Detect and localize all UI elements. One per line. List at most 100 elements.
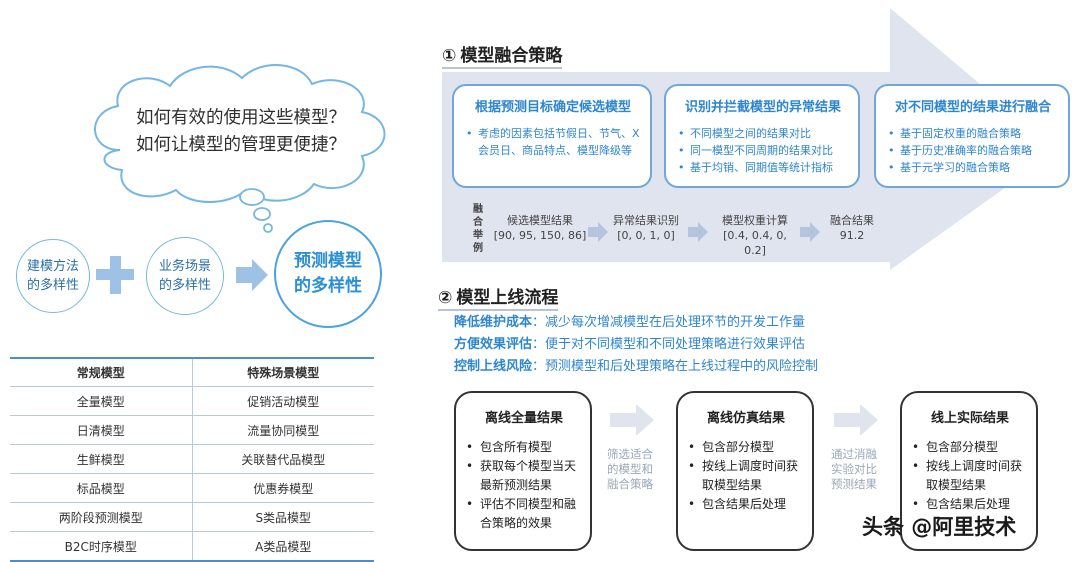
vlabel-char: 融 bbox=[473, 204, 483, 215]
list-item: 基于元学习的融合策略 bbox=[888, 159, 1058, 176]
transition-line: 预测结果 bbox=[831, 477, 877, 491]
list-item: 包含所有模型 bbox=[466, 438, 582, 457]
offline-full-card: 离线全量结果 包含所有模型 获取每个模型当天最新预测结果 评估不同模型和融合策略… bbox=[454, 391, 592, 551]
result-line-2: 的多样性 bbox=[294, 276, 362, 296]
regular-model-cell: 生鲜模型 bbox=[10, 444, 192, 474]
section2-title-text: 模型上线流程 bbox=[456, 288, 559, 308]
feature-text: 减少每次增减模型在后处理环节的开发工作量 bbox=[545, 315, 806, 330]
list-item: 考虑的因素包括节假日、节气、X会员日、商品特点、模型降级等 bbox=[466, 125, 640, 159]
card-list: 考虑的因素包括节假日、节气、X会员日、商品特点、模型降级等 bbox=[466, 125, 640, 159]
step-value: [90, 95, 150, 86] bbox=[493, 229, 587, 242]
model-table-body: 全量模型促销活动模型日清模型流量协同模型生鲜模型关联替代品模型标品模型优惠券模型… bbox=[10, 386, 374, 562]
table-row: 标品模型优惠券模型 bbox=[10, 473, 374, 503]
special-model-cell: 促销活动模型 bbox=[191, 386, 374, 416]
step-name: 候选模型结果 bbox=[507, 214, 573, 227]
list-item: 包含结果后处理 bbox=[688, 495, 804, 514]
online-actual-card: 线上实际结果 包含部分模型 按线上调度时间获取模型结果 包含结果后处理 bbox=[900, 391, 1038, 551]
regular-model-cell: 两阶段预测模型 bbox=[10, 502, 192, 532]
vlabel-char: 举 bbox=[473, 230, 483, 241]
list-item: 评估不同模型和融合策略的效果 bbox=[466, 495, 582, 533]
table-row: 日清模型流量协同模型 bbox=[10, 415, 374, 445]
header-special-models: 特殊场景模型 bbox=[191, 357, 374, 387]
thought-cloud bbox=[94, 64, 386, 233]
model-diversity-circle: 预测模型的多样性 bbox=[274, 220, 382, 328]
step-result: 融合结果 91.2 bbox=[824, 213, 880, 243]
card-title: 离线仿真结果 bbox=[706, 411, 785, 426]
section1-title-text: 模型融合策略 bbox=[460, 46, 563, 66]
feature-sep: ： bbox=[532, 315, 546, 330]
fusion-card-anomaly: 识别并拦截模型的异常结果 不同模型之间的结果对比 同一模型不同周期的结果对比 基… bbox=[664, 84, 860, 188]
watermark: 头条 @阿里技术 bbox=[862, 515, 1017, 539]
step-value: [0.4, 0.4, 0, 0.2] bbox=[723, 229, 787, 257]
card-list: 包含部分模型 按线上调度时间获取模型结果 包含结果后处理 bbox=[688, 438, 804, 514]
offline-simulation-card: 离线仿真结果 包含部分模型 按线上调度时间获取模型结果 包含结果后处理 bbox=[676, 391, 814, 551]
section1-underline bbox=[442, 67, 563, 69]
special-model-cell: 优惠券模型 bbox=[191, 473, 374, 503]
transition-line: 通过消融 bbox=[831, 447, 877, 461]
step-value: 91.2 bbox=[839, 229, 865, 242]
regular-model-cell: 日清模型 bbox=[10, 415, 192, 445]
transition-line: 筛选适合 bbox=[607, 447, 653, 461]
section1-num: ① bbox=[442, 46, 457, 66]
section2-num: ② bbox=[438, 288, 453, 308]
cloud-question-2: 如何让模型的管理更便捷？ bbox=[136, 135, 346, 155]
cloud-text: 如何有效的使用这些模型？ 如何让模型的管理更便捷？ bbox=[112, 105, 370, 159]
method-line-1: 建模方法 bbox=[26, 259, 79, 274]
regular-model-cell: B2C时序模型 bbox=[10, 531, 192, 562]
method-diversity-circle: 建模方法的多样性 bbox=[16, 239, 90, 313]
card-title: 对不同模型的结果进行融合 bbox=[894, 100, 1051, 115]
transition-ablation: 通过消融 实验对比 预测结果 bbox=[826, 447, 882, 492]
list-item: 包含结果后处理 bbox=[912, 495, 1028, 514]
feature-text: 便于对不同模型和不同处理策略进行效果评估 bbox=[545, 337, 806, 352]
list-item: 包含部分模型 bbox=[688, 438, 804, 457]
step-anomaly: 异常结果识别 [0, 0, 1, 0] bbox=[608, 213, 684, 243]
table-row: 生鲜模型关联替代品模型 bbox=[10, 444, 374, 474]
feature-label: 方便效果评估 bbox=[454, 337, 533, 352]
header-regular-models: 常规模型 bbox=[10, 357, 192, 387]
section2-underline bbox=[438, 309, 559, 311]
step-arrow-icon bbox=[588, 222, 608, 242]
card-list: 包含部分模型 按线上调度时间获取模型结果 包含结果后处理 bbox=[912, 438, 1028, 514]
step-candidate: 候选模型结果 [90, 95, 150, 86] bbox=[492, 213, 588, 243]
step-name: 异常结果识别 bbox=[613, 214, 679, 227]
transition-line: 的模型和 bbox=[607, 462, 653, 476]
step-weight: 模型权重计算 [0.4, 0.4, 0, 0.2] bbox=[712, 213, 798, 258]
flow-arrow-icon bbox=[834, 404, 878, 436]
vlabel-char: 例 bbox=[473, 243, 483, 254]
transition-line: 实验对比 bbox=[831, 462, 877, 476]
feature-sep: ： bbox=[532, 337, 546, 352]
step-arrow-icon bbox=[688, 222, 708, 242]
feature-risk: 控制上线风险：预测模型和后处理策略在上线过程中的风险控制 bbox=[454, 358, 818, 376]
regular-model-cell: 标品模型 bbox=[10, 473, 192, 503]
feature-text: 预测模型和后处理策略在上线过程中的风险控制 bbox=[545, 359, 819, 374]
card-title: 离线全量结果 bbox=[484, 411, 563, 426]
model-table: 常规模型 特殊场景模型 全量模型促销活动模型日清模型流量协同模型生鲜模型关联替代… bbox=[10, 357, 374, 562]
fusion-card-candidate: 根据预测目标确定候选模型 考虑的因素包括节假日、节气、X会员日、商品特点、模型降… bbox=[452, 84, 652, 188]
list-item: 基于固定权重的融合策略 bbox=[888, 125, 1058, 142]
step-name: 融合结果 bbox=[830, 214, 874, 227]
regular-model-cell: 全量模型 bbox=[10, 386, 192, 416]
table-header-row: 常规模型 特殊场景模型 bbox=[10, 357, 374, 387]
scene-line-1: 业务场景 bbox=[158, 259, 211, 274]
cloud-question-1: 如何有效的使用这些模型？ bbox=[136, 108, 346, 128]
list-item: 获取每个模型当天最新预测结果 bbox=[466, 457, 582, 495]
step-value: [0, 0, 1, 0] bbox=[617, 229, 675, 242]
card-title: 识别并拦截模型的异常结果 bbox=[684, 100, 841, 115]
list-item: 按线上调度时间获取模型结果 bbox=[688, 457, 804, 495]
plus-icon-vertical bbox=[109, 256, 121, 294]
method-line-2: 的多样性 bbox=[26, 278, 79, 293]
card-list: 包含所有模型 获取每个模型当天最新预测结果 评估不同模型和融合策略的效果 bbox=[466, 438, 582, 533]
feature-maintenance: 降低维护成本：减少每次增减模型在后处理环节的开发工作量 bbox=[454, 314, 805, 332]
card-title: 线上实际结果 bbox=[930, 411, 1009, 426]
step-name: 模型权重计算 bbox=[722, 214, 788, 227]
special-model-cell: 关联替代品模型 bbox=[191, 444, 374, 474]
special-model-cell: S类品模型 bbox=[191, 502, 374, 532]
list-item: 基于均销、同期值等统计指标 bbox=[678, 159, 848, 176]
fusion-card-merge: 对不同模型的结果进行融合 基于固定权重的融合策略 基于历史准确率的融合策略 基于… bbox=[874, 84, 1070, 188]
flow-arrow-icon bbox=[610, 404, 654, 436]
list-item: 按线上调度时间获取模型结果 bbox=[912, 457, 1028, 495]
feature-label: 控制上线风险 bbox=[454, 359, 533, 374]
